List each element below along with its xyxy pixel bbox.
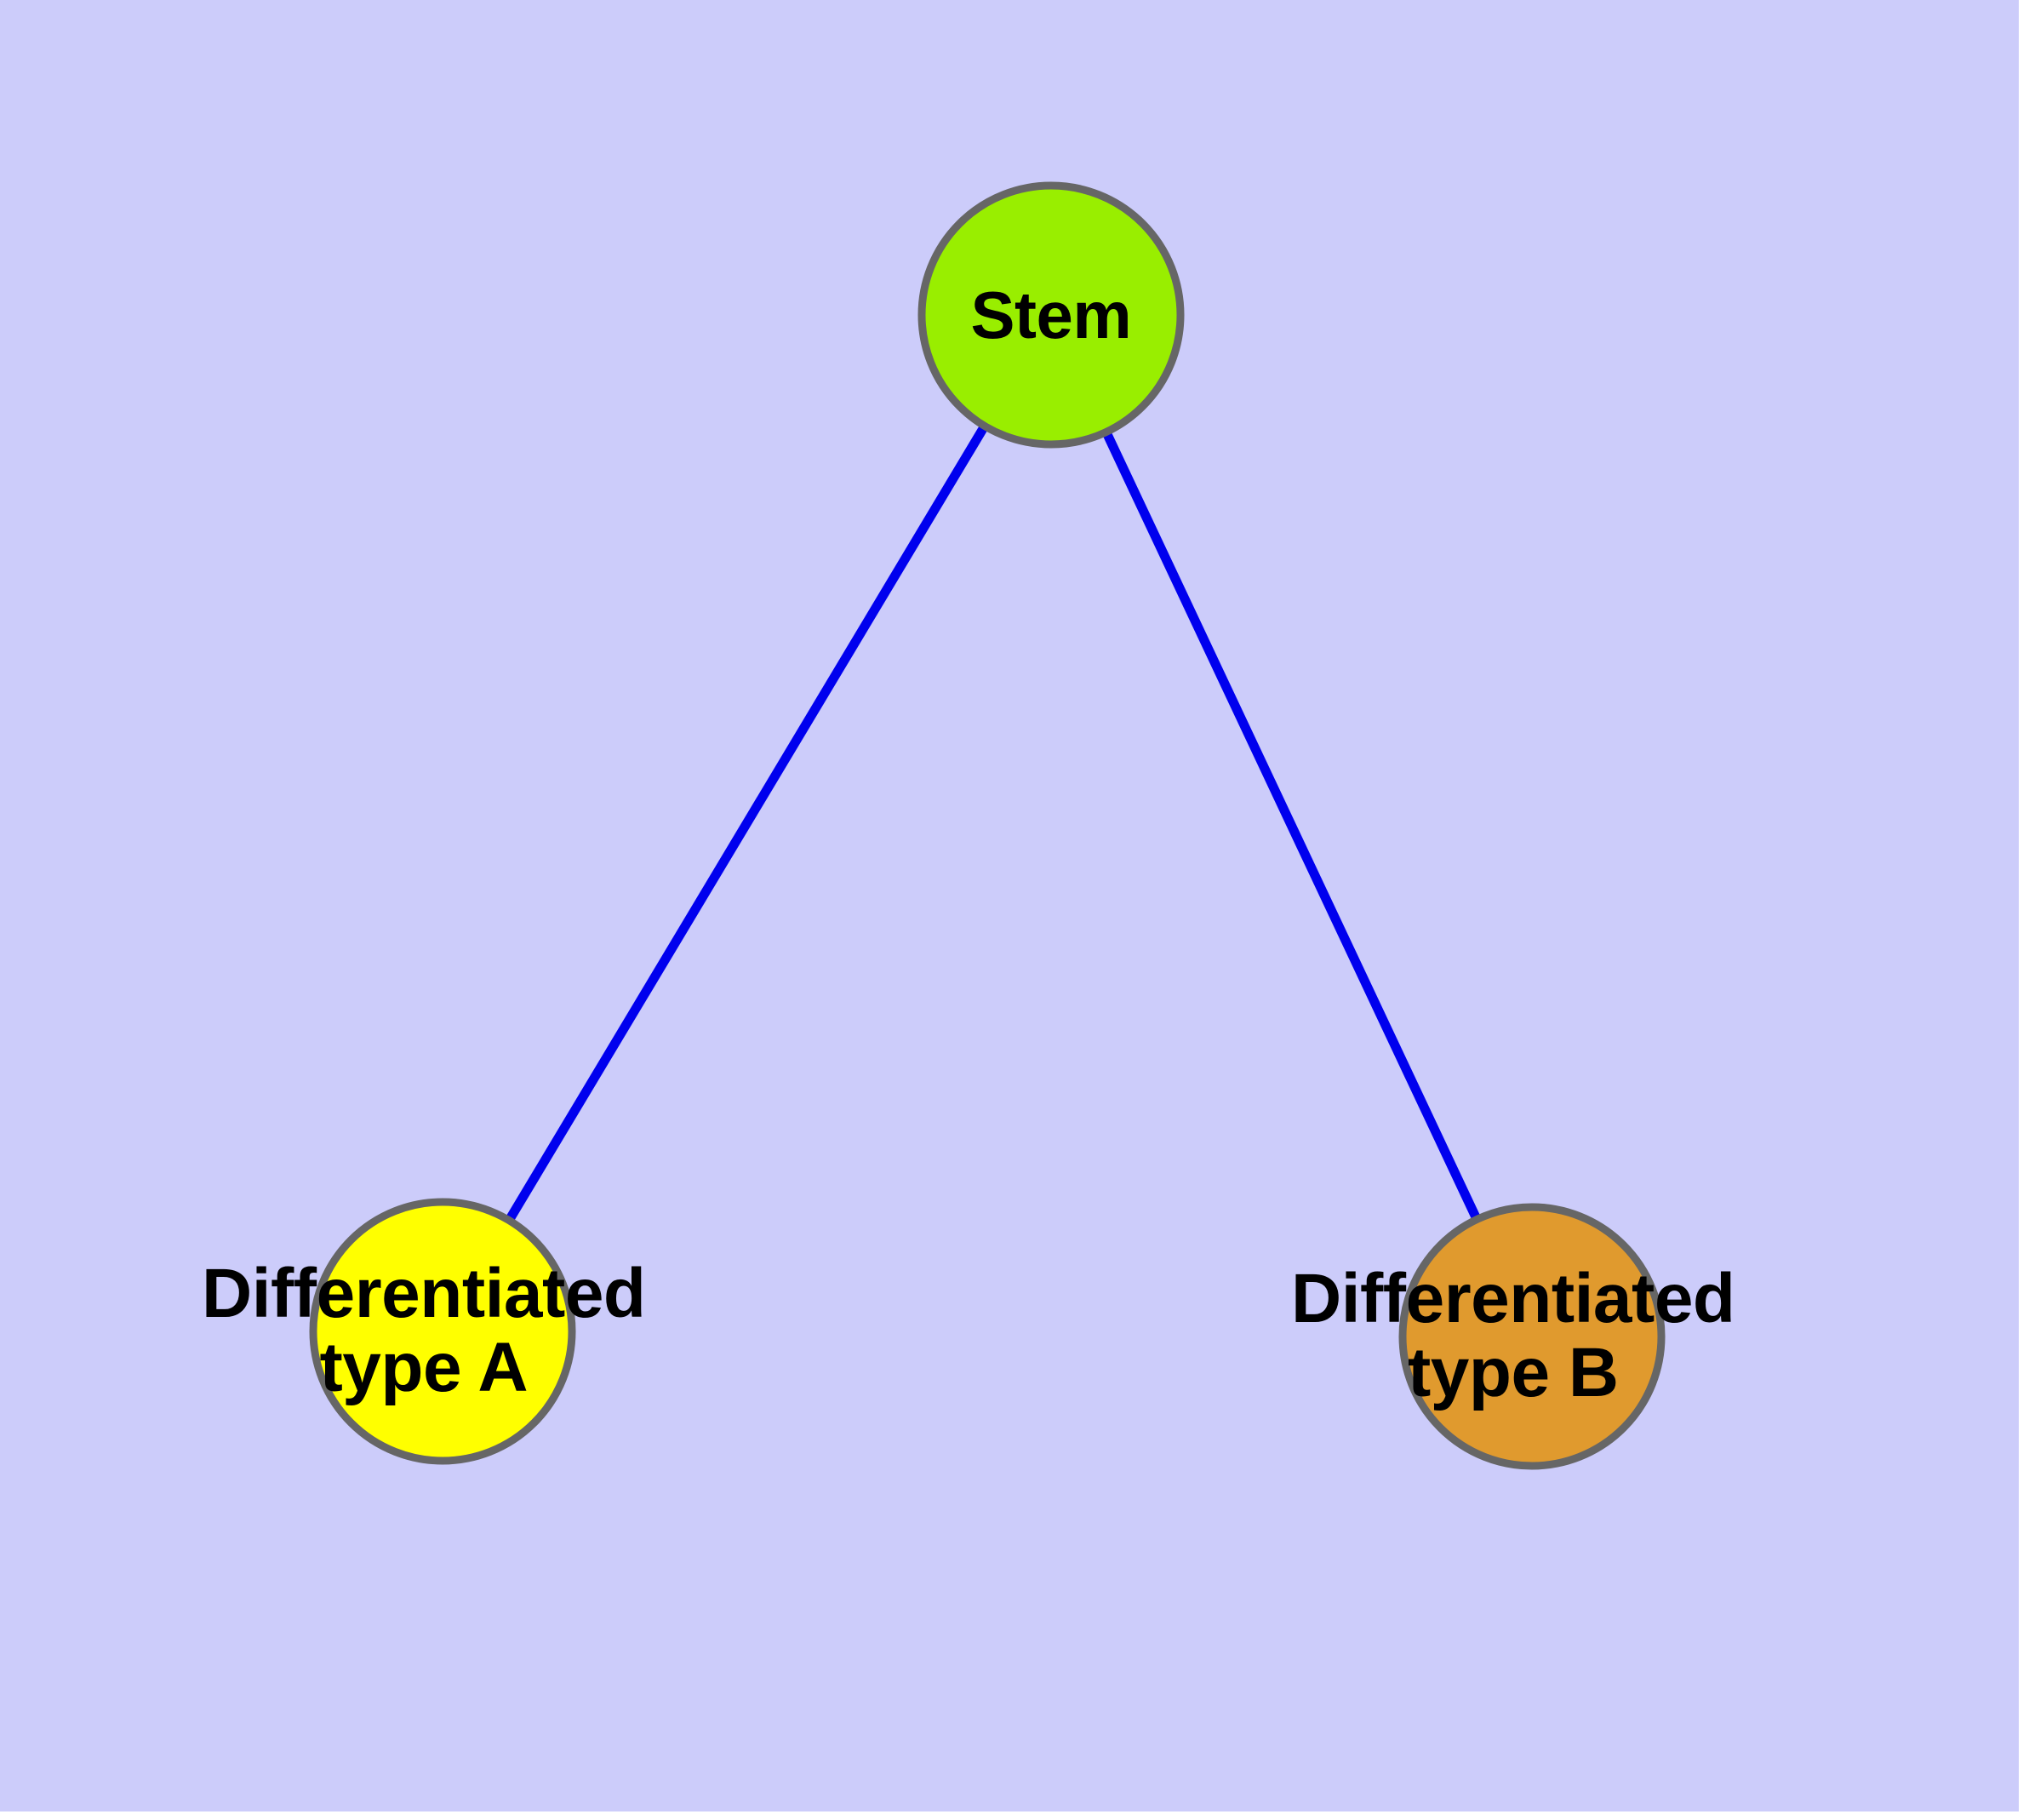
graph-node-stem[interactable] (917, 181, 1185, 449)
nodes-layer (309, 181, 1666, 1470)
graph-edge[interactable] (1047, 312, 1536, 1339)
graph-node-diff_a[interactable] (309, 1198, 576, 1465)
edges-layer (438, 312, 1536, 1339)
graph-edge[interactable] (438, 312, 1055, 1334)
graph-node-diff_b[interactable] (1398, 1203, 1666, 1470)
